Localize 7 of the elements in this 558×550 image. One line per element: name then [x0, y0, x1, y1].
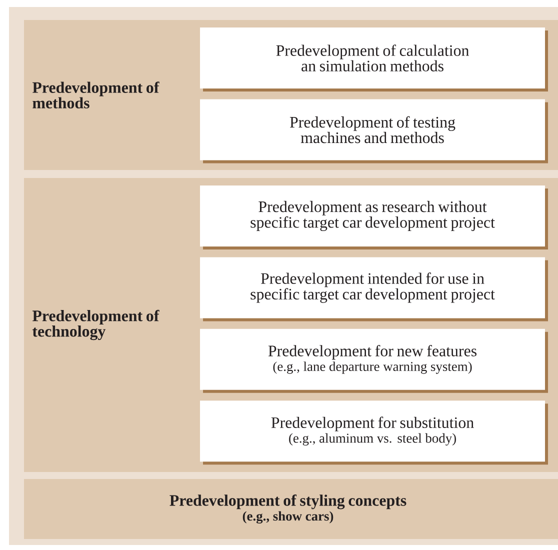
text-box: Predevelopment of calculation an simulation methods — [200, 28, 548, 92]
text-box: Predevelopment of testing machines and methods — [200, 99, 548, 164]
band: Predevelopment of styling concepts (e.g., show cars) — [24, 479, 558, 539]
text-box: Predevelopment as research without specific target car development project — [200, 186, 548, 250]
text-box: Predevelopment for new features (e.g., lane departure warning system) — [200, 328, 548, 393]
text-box: Predevelopment intended for use in specific target car development project — [200, 257, 548, 322]
text-box: Predevelopment for substitution (e.g., aluminum vs. steel body) — [200, 400, 548, 465]
